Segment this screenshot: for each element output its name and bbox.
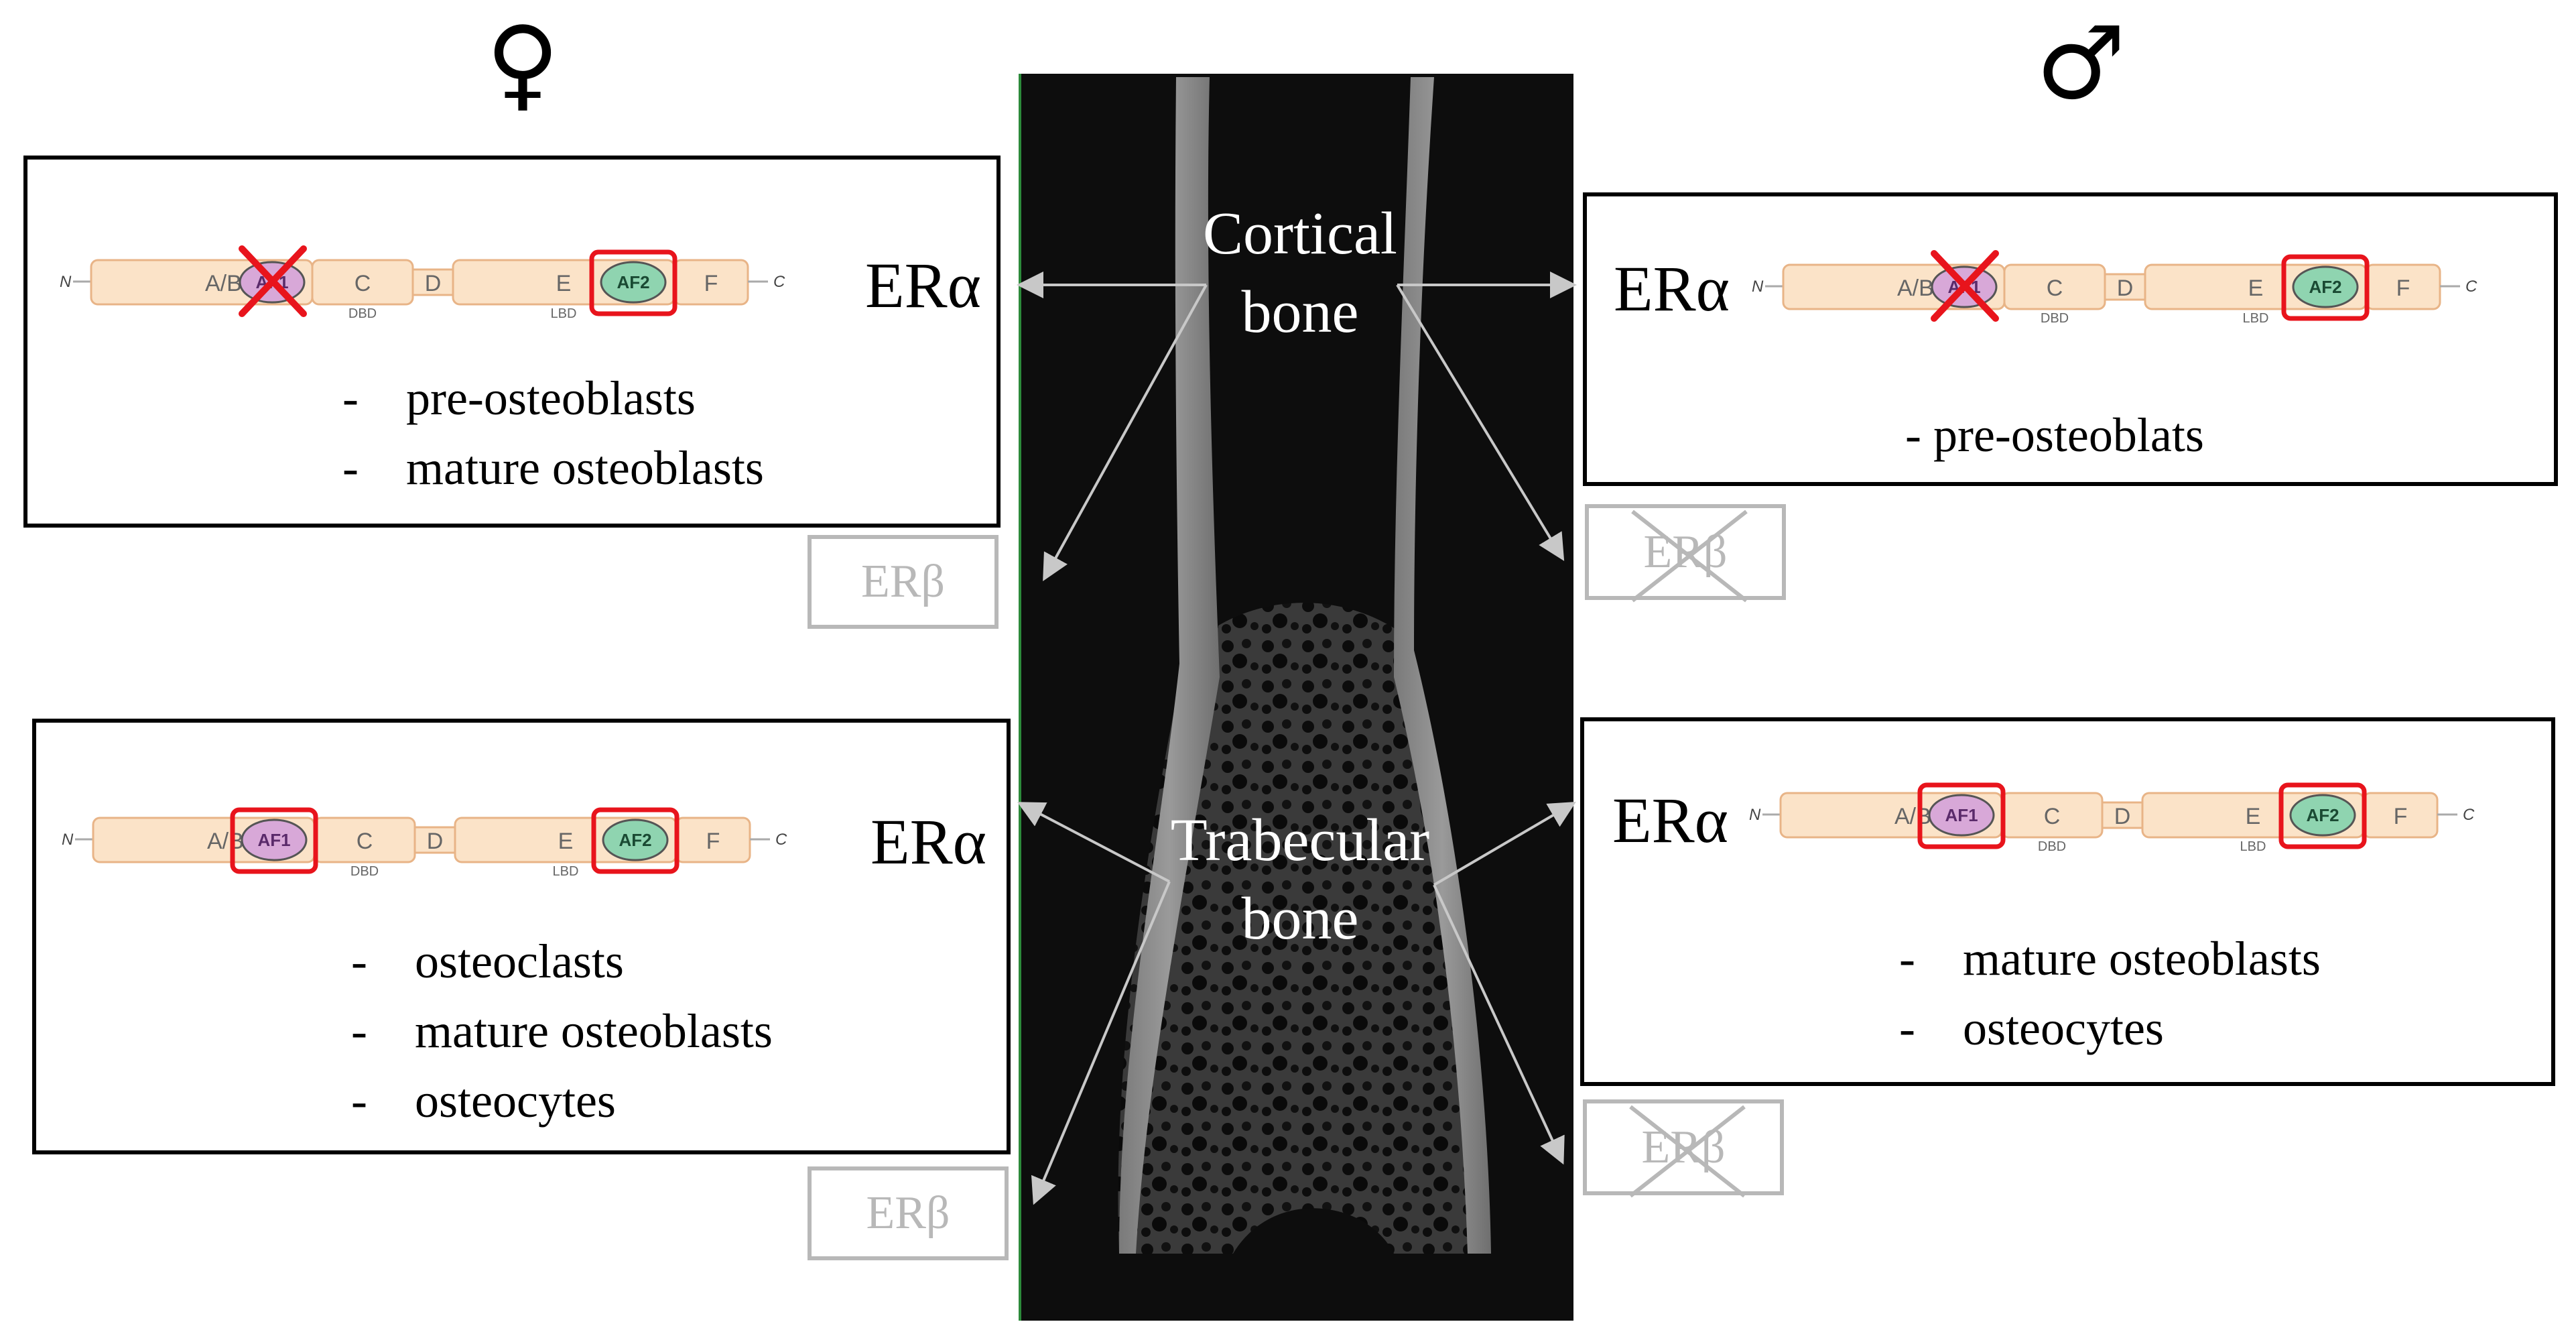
female-cortical-domain-map: N C A/B AF1 C DBD D E LBD AF2 F: [41, 239, 865, 322]
af2-ellipse: [602, 819, 669, 861]
male-cortical-cell-list: - pre-osteoblats: [1905, 411, 2204, 481]
list-item: -mature osteoblasts: [1899, 932, 2321, 985]
dbd-label: DBD: [350, 864, 379, 877]
af2-label: AF2: [617, 272, 649, 292]
af2-highlight-box: [2278, 782, 2367, 849]
domain-f-label: F: [2394, 804, 2408, 829]
female-symbol: ♀: [486, 5, 560, 122]
cortical-bone-label: Cortical bone: [1203, 200, 1397, 345]
af2-highlight-box: [591, 807, 680, 874]
bone-microct-image: Cortical bone Trabecular bone: [1019, 74, 1573, 1321]
domain-d-label: D: [427, 829, 444, 854]
c-terminus-label: C: [2465, 278, 2477, 296]
c-terminus-label: C: [775, 831, 787, 849]
domain-f-label: F: [704, 271, 718, 296]
domain-d-label: D: [2114, 804, 2131, 829]
list-item: -mature osteoblasts: [342, 441, 764, 495]
female-trabecular-panel: N C A/B AF1 C DBD D E LBD AF2 F ERα -ost…: [32, 719, 1011, 1154]
domain-d-label: D: [2117, 276, 2134, 301]
male-trabecular-era-label: ERα: [1612, 784, 1728, 856]
domain-d-link: [2101, 801, 2144, 829]
af1-highlight-box: [230, 807, 318, 874]
domain-c-label: C: [357, 829, 373, 854]
list-item: -osteocytes: [351, 1074, 616, 1128]
af2-label: AF2: [2309, 277, 2341, 297]
list-item: -mature osteoblasts: [351, 1004, 773, 1058]
female-trabecular-cell-list: -osteoclasts -mature osteoblasts -osteoc…: [351, 937, 773, 1146]
af1-ellipse: [241, 819, 308, 861]
n-terminus-label: N: [1749, 806, 1761, 824]
receptor-domain-map: N C A/B AF1 C DBD D E LBD AF2 F: [1749, 782, 2475, 854]
af1-deleted-cross-icon: [1931, 250, 1999, 322]
c-terminus-label: C: [773, 273, 785, 291]
af2-ellipse: [600, 261, 667, 304]
domain-ab-label: A/B: [205, 271, 242, 296]
af1-ellipse: [1928, 794, 1995, 837]
domain-e-label: E: [2246, 804, 2261, 829]
domain-c-label: C: [2044, 804, 2061, 829]
af2-ellipse: [2289, 794, 2356, 837]
dbd-label: DBD: [2038, 839, 2066, 852]
list-item: - pre-osteoblats: [1905, 408, 2204, 462]
male-cortical-erbeta-box: ERβ: [1585, 504, 1786, 603]
list-item: -pre-osteoblasts: [342, 371, 696, 425]
erbeta-cross-icon: [1631, 509, 1748, 603]
female-cortical-erbeta-box: ERβ: [808, 535, 999, 629]
domain-ab-label: A/B: [1894, 804, 1931, 829]
domain-ab-label: A/B: [1897, 276, 1934, 301]
n-terminus-label: N: [60, 273, 72, 291]
trabecular-bone-label: Trabecular bone: [1170, 807, 1430, 952]
male-symbol: ♂: [2035, 5, 2126, 122]
lbd-label: LBD: [2243, 311, 2269, 324]
af2-label: AF2: [2306, 805, 2339, 825]
domain-e-label: E: [556, 271, 572, 296]
female-trabecular-erbeta-box: ERβ: [808, 1166, 1009, 1260]
male-trabecular-domain-map: N C A/B AF1 C DBD D E LBD AF2 F: [1730, 772, 2555, 855]
receptor-domain-map: N C A/B AF1 C DBD D E LBD AF2 F: [60, 245, 785, 321]
af1-label: AF1: [257, 830, 290, 850]
male-cortical-domain-map: N C A/B AF1 C DBD D E LBD AF2 F: [1733, 243, 2557, 327]
domain-d-label: D: [425, 271, 442, 296]
domain-c-label: C: [355, 271, 371, 296]
domain-f-label: F: [706, 829, 720, 854]
af2-highlight-box: [2281, 254, 2370, 321]
lbd-label: LBD: [551, 306, 577, 319]
lbd-label: LBD: [2240, 839, 2266, 852]
list-item: -osteocytes: [1899, 1002, 2164, 1055]
receptor-domain-map: N C A/B AF1 C DBD D E LBD AF2 F: [62, 807, 787, 879]
female-trabecular-era-label: ERα: [871, 806, 986, 878]
af1-deleted-cross-icon: [239, 245, 307, 317]
male-trabecular-panel: ERα N C A/B AF1 C DBD D E LBD AF2 F -mat…: [1580, 717, 2555, 1086]
male-cortical-panel: ERα N C A/B AF1 C DBD D E LBD AF2 F - pr…: [1583, 192, 2558, 486]
domain-d-link: [411, 268, 454, 296]
dbd-label: DBD: [348, 306, 377, 319]
male-trabecular-cell-list: -mature osteoblasts -osteocytes: [1899, 935, 2321, 1074]
af2-label: AF2: [619, 830, 651, 850]
dbd-label: DBD: [2041, 311, 2069, 324]
female-cortical-panel: N C A/B AF1 C DBD D E LBD AF2 F ERα -pre…: [23, 156, 1001, 528]
af1-highlight-box: [1917, 782, 2006, 849]
domain-ab-label: A/B: [207, 829, 244, 854]
domain-c-label: C: [2047, 276, 2063, 301]
female-cortical-cell-list: -pre-osteoblasts -mature osteoblasts: [342, 374, 764, 514]
domain-e-label: E: [2248, 276, 2264, 301]
male-cortical-era-label: ERα: [1614, 253, 1730, 324]
domain-f-label: F: [2396, 276, 2410, 301]
domain-e-label: E: [558, 829, 574, 854]
c-terminus-label: C: [2463, 806, 2475, 824]
female-trabecular-domain-map: N C A/B AF1 C DBD D E LBD AF2 F: [43, 796, 867, 880]
female-cortical-era-label: ERα: [865, 249, 981, 321]
male-trabecular-erbeta-box: ERβ: [1583, 1099, 1784, 1198]
af2-highlight-box: [589, 249, 678, 316]
n-terminus-label: N: [1752, 278, 1764, 296]
af2-ellipse: [2292, 265, 2359, 308]
n-terminus-label: N: [62, 831, 74, 849]
af1-label: AF1: [1945, 805, 1978, 825]
receptor-domain-map: N C A/B AF1 C DBD D E LBD AF2 F: [1752, 250, 2477, 326]
list-item: -osteoclasts: [351, 935, 624, 988]
erbeta-cross-icon: [1629, 1105, 1746, 1198]
lbd-label: LBD: [553, 864, 579, 877]
